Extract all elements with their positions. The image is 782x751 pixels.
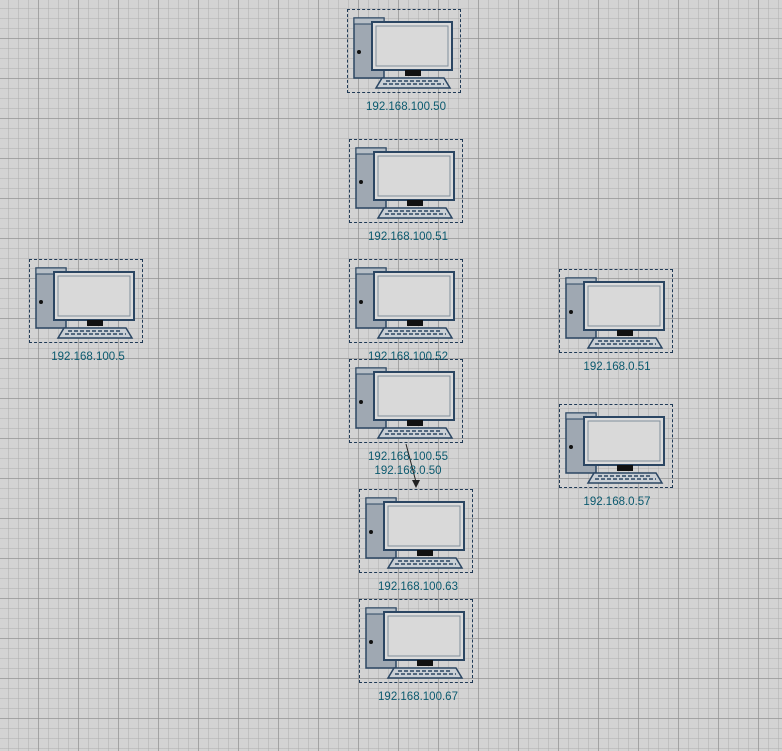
node-label: 192.168.100.67 (378, 691, 458, 703)
computer-node[interactable] (29, 259, 143, 343)
computer-node[interactable] (359, 599, 473, 683)
arrowhead-icon (412, 480, 420, 488)
node-label: 192.168.100.50 (366, 101, 446, 113)
node-label: 192.168.100.55 (368, 451, 448, 463)
node-label: 192.168.0.51 (583, 361, 651, 373)
node-label: 192.168.100.51 (368, 231, 448, 243)
computer-node[interactable] (349, 359, 463, 443)
desktop-computer-icon (35, 267, 135, 339)
desktop-computer-icon (355, 267, 455, 339)
computer-node[interactable] (559, 404, 673, 488)
computer-node[interactable] (349, 259, 463, 343)
edge-label: 192.168.0.50 (374, 465, 442, 477)
node-label: 192.168.0.57 (583, 496, 651, 508)
node-label: 192.168.100.63 (378, 581, 458, 593)
desktop-computer-icon (355, 147, 455, 219)
computer-node[interactable] (349, 139, 463, 223)
desktop-computer-icon (565, 277, 665, 349)
node-label: 192.168.100.52 (368, 351, 448, 363)
desktop-computer-icon (355, 367, 455, 439)
computer-node[interactable] (559, 269, 673, 353)
desktop-computer-icon (365, 607, 465, 679)
computer-node[interactable] (347, 9, 461, 93)
desktop-computer-icon (353, 17, 453, 89)
desktop-computer-icon (565, 412, 665, 484)
desktop-computer-icon (365, 497, 465, 569)
computer-node[interactable] (359, 489, 473, 573)
node-label: 192.168.100.5 (51, 351, 125, 363)
